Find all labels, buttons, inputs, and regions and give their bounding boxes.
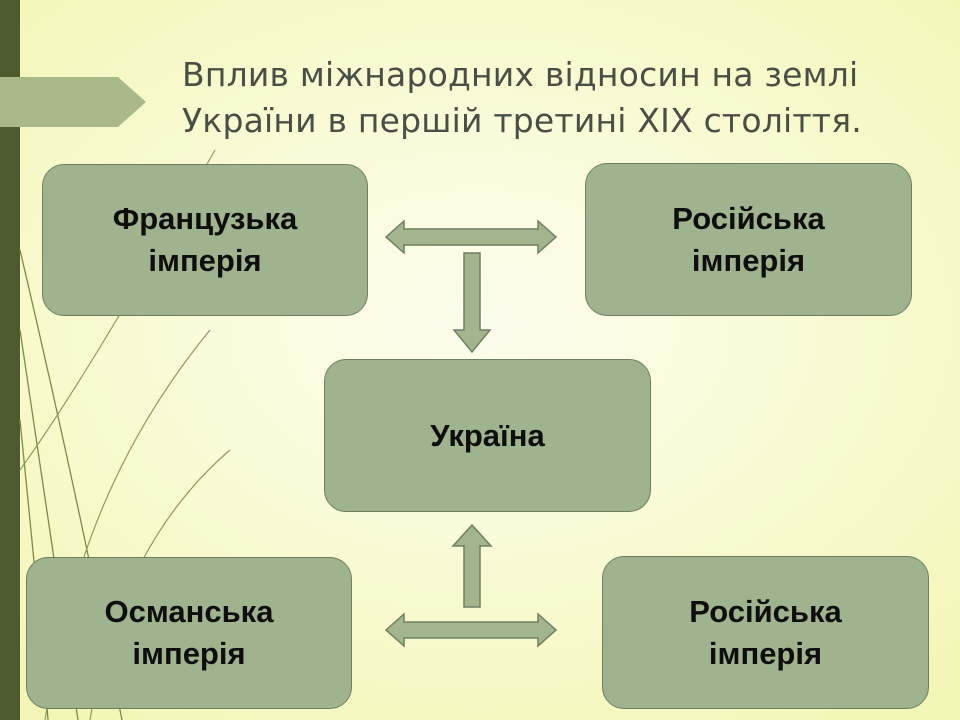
node-ukraine-label: Україна [430,417,545,453]
node-french-empire: Французька імперія [42,164,368,316]
slide-title-line2: України в першій третині XIX століття. [182,101,862,140]
arrow-france-russia [384,219,558,255]
node-ukraine: Україна [324,359,651,512]
node-russian-empire-bottom-line2: імперія [708,635,823,671]
node-russian-empire-top-line2: імперія [691,242,806,278]
arrow-ottoman-russia [384,612,558,648]
arrow-down-to-ukraine [452,252,492,354]
node-ottoman-empire-line2: імперія [132,636,246,671]
arrow-up-from-ukraine [451,523,493,608]
node-ottoman-empire-line1: Османська [104,594,274,629]
node-french-empire-line1: Французька [112,201,298,236]
node-ottoman-empire: Османська імперія [26,557,352,709]
node-russian-empire-bottom-line1: Російська [689,593,842,629]
node-russian-empire-bottom: Російська імперія [602,556,929,709]
title-tab-marker [0,77,146,127]
sidebar-accent-bar [0,0,20,720]
node-french-empire-line2: імперія [148,243,262,278]
slide-title-line1: Вплив міжнародних відносин на землі [182,55,859,94]
node-russian-empire-top-line1: Російська [672,200,825,236]
slide-title: Вплив міжнародних відносин на землі Укра… [182,52,942,144]
node-russian-empire-top: Російська імперія [585,163,912,316]
